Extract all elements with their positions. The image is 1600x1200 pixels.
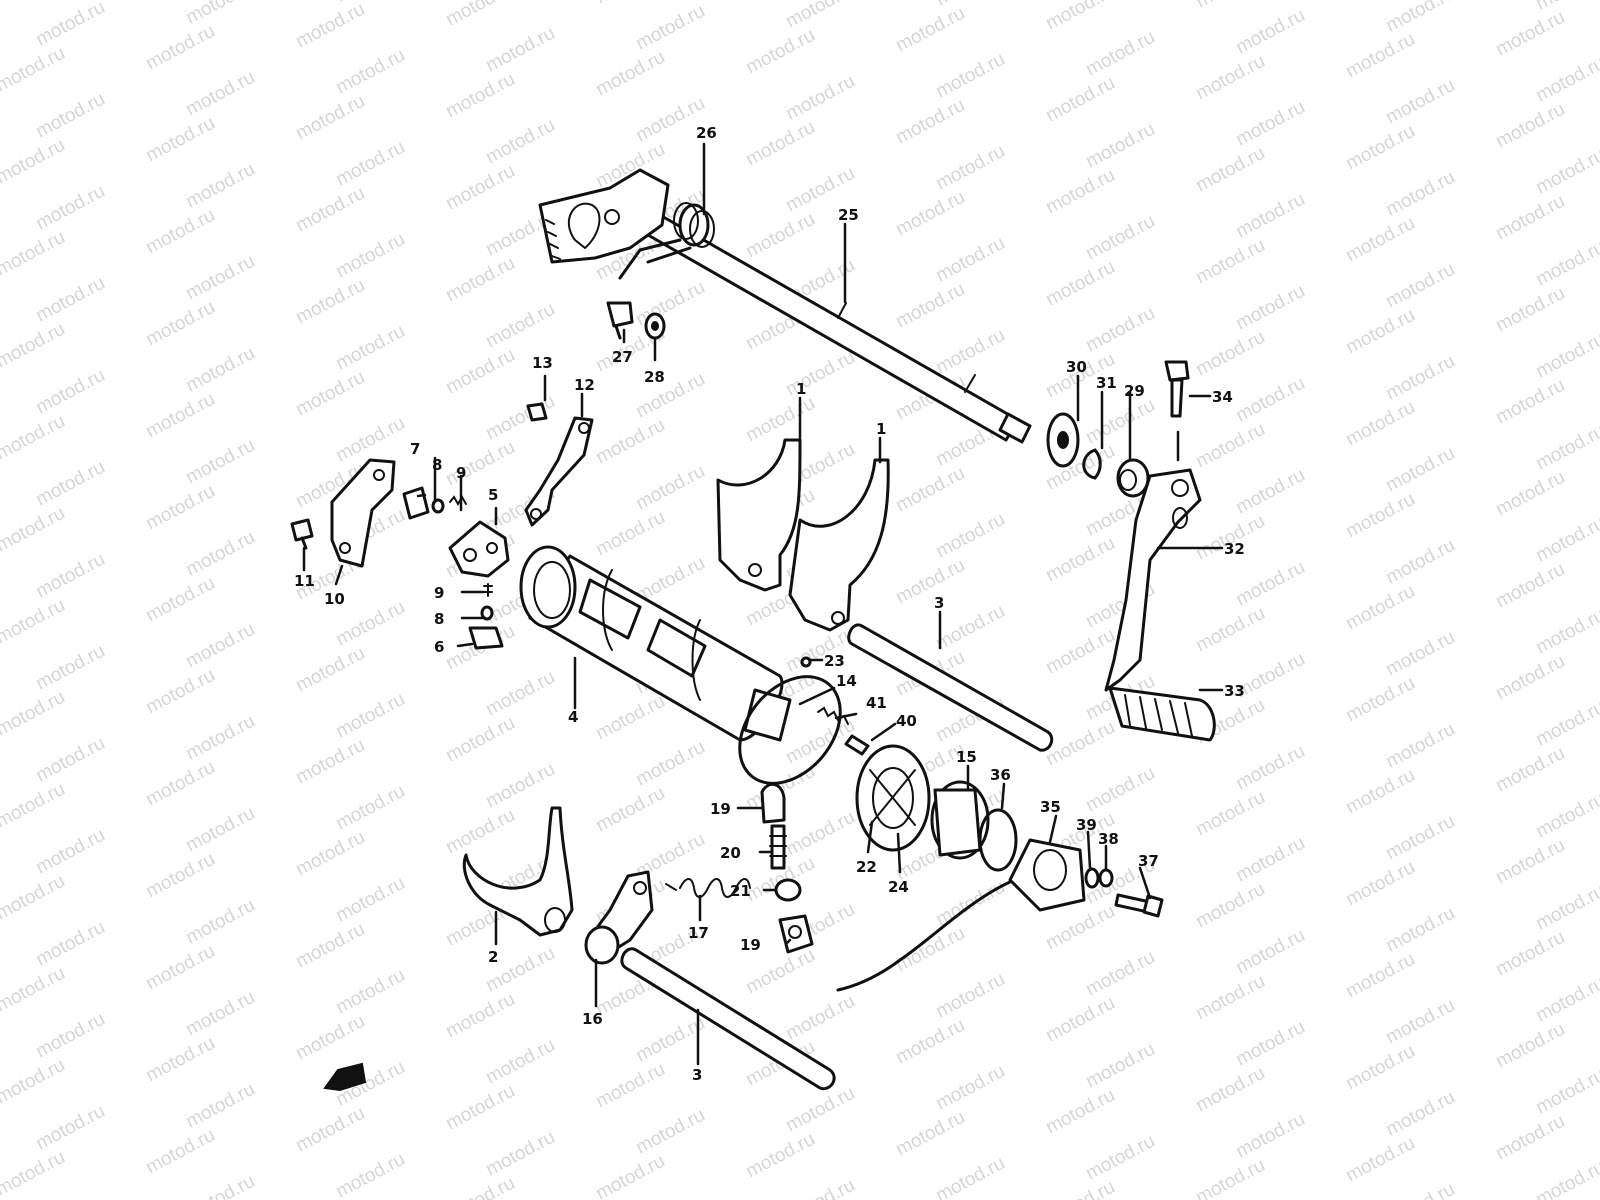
- bearing-retainer-plate: [855, 744, 931, 852]
- callout-40: 40: [896, 712, 917, 730]
- stopper-bolt: [606, 301, 634, 340]
- callout-1-right: 1: [876, 420, 886, 438]
- shaft-circlip: [1082, 448, 1102, 480]
- drum-pin: [800, 656, 812, 668]
- callout-11: 11: [294, 572, 315, 590]
- cam-guide-plate: [468, 626, 504, 650]
- callout-14: 14: [836, 672, 857, 690]
- callout-22: 22: [856, 858, 877, 876]
- switch-o-ring: [978, 808, 1018, 872]
- shift-fork-upper-right: [788, 458, 890, 632]
- fork-shaft-lower: [620, 947, 836, 1091]
- callout-41: 41: [866, 694, 887, 712]
- callout-9-upper: 9: [456, 464, 466, 482]
- callout-37: 37: [1138, 852, 1159, 870]
- stopper-plug-upper: [760, 782, 786, 824]
- drum-stopper-arm: [584, 870, 654, 965]
- callout-17: 17: [688, 924, 709, 942]
- gearshift-lever: [1104, 468, 1202, 692]
- pawl-lifter: [524, 416, 594, 527]
- gearshift-return-spring: [618, 202, 715, 280]
- front-direction-arrow-icon: [323, 1062, 367, 1092]
- callout-30: 30: [1066, 358, 1087, 376]
- sealing-washer: [774, 878, 802, 902]
- stopper-pin: [769, 824, 787, 870]
- drum-bearing: [930, 780, 990, 860]
- neutral-switch-contact: [844, 734, 870, 756]
- gearshift-sector-plate: [538, 168, 670, 264]
- shift-fork-lower: [462, 806, 574, 937]
- callout-2: 2: [488, 948, 498, 966]
- callout-39: 39: [1076, 816, 1097, 834]
- callout-24: 24: [888, 878, 909, 896]
- callout-4: 4: [568, 708, 578, 726]
- callout-23: 23: [824, 652, 845, 670]
- callout-labels: 26 25 27 28 13 12 30 31 29 34 32 33 1 1 …: [294, 124, 1245, 1084]
- callout-3-lower: 3: [692, 1066, 702, 1084]
- pawl-lifter-screw: [526, 402, 548, 422]
- gearshift-cam-drum: [519, 545, 792, 742]
- gearshift-lever-rubber: [1108, 686, 1216, 742]
- leader-lines: [302, 142, 1224, 1066]
- stopper-plug-lower: [778, 914, 814, 954]
- pawl-pin-lower: [480, 605, 494, 621]
- callout-1-left: 1: [796, 380, 806, 398]
- callout-26: 26: [696, 124, 717, 142]
- switch-washer: [1098, 868, 1114, 888]
- callout-33: 33: [1224, 682, 1245, 700]
- callout-21: 21: [730, 882, 751, 900]
- shaft-washer: [1046, 412, 1080, 468]
- callout-3-upper: 3: [934, 594, 944, 612]
- cam-guide-pawl: [402, 486, 430, 520]
- callout-19-upper: 19: [710, 800, 731, 818]
- switch-screw: [1114, 893, 1164, 918]
- callout-36: 36: [990, 766, 1011, 784]
- callout-32: 32: [1224, 540, 1245, 558]
- callout-31: 31: [1096, 374, 1117, 392]
- callout-34: 34: [1212, 388, 1233, 406]
- cam-guide: [330, 458, 396, 568]
- callout-27: 27: [612, 348, 633, 366]
- callout-25: 25: [838, 206, 859, 224]
- callout-12: 12: [574, 376, 595, 394]
- callout-29: 29: [1124, 382, 1145, 400]
- callout-8-upper: 8: [432, 456, 442, 474]
- callout-5: 5: [488, 486, 498, 504]
- shaft-bushing: [1116, 458, 1150, 498]
- callout-38: 38: [1098, 830, 1119, 848]
- cam-driven-gear: [448, 520, 510, 578]
- stopper-washer: [644, 312, 666, 340]
- switch-spacer: [1084, 867, 1100, 889]
- callout-10: 10: [324, 590, 345, 608]
- callout-20: 20: [720, 844, 741, 862]
- shift-fork-upper-left: [716, 438, 802, 592]
- callout-19-lower: 19: [740, 936, 761, 954]
- callout-6: 6: [434, 638, 444, 656]
- callout-35: 35: [1040, 798, 1061, 816]
- callout-13: 13: [532, 354, 553, 372]
- callout-7: 7: [410, 440, 420, 458]
- fork-shaft-upper: [847, 623, 1054, 752]
- callout-15: 15: [956, 748, 977, 766]
- lever-pinch-bolt: [1164, 360, 1190, 418]
- callout-28: 28: [644, 368, 665, 386]
- neutral-switch: [836, 838, 1086, 992]
- callout-9-lower: 9: [434, 584, 444, 602]
- callout-16: 16: [582, 1010, 603, 1028]
- pawl-spring-upper: [449, 494, 467, 507]
- pawl-spring-lower: [483, 583, 493, 597]
- callout-8-lower: 8: [434, 610, 444, 628]
- drum-circlip: [738, 675, 842, 785]
- gearshift-shaft: [646, 213, 1032, 444]
- stopper-spring: [665, 878, 751, 898]
- cam-guide-screw: [290, 518, 314, 550]
